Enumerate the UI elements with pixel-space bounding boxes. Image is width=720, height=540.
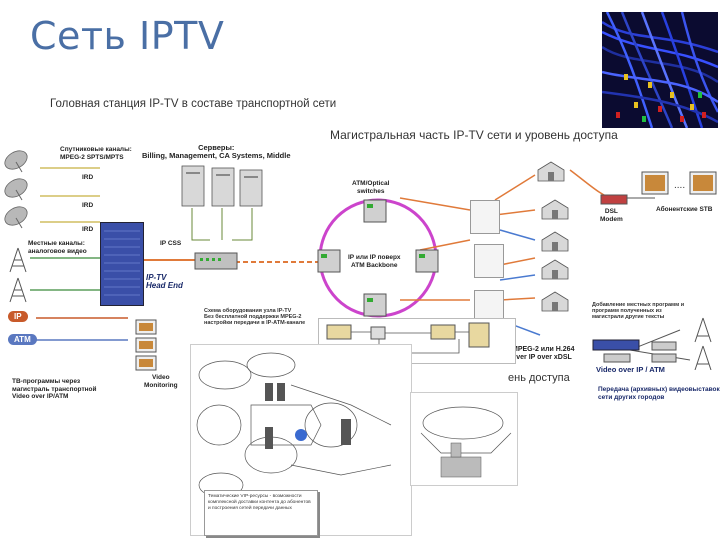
transfer-note: Передача (архивных) видеовыставок в сети… — [598, 386, 720, 401]
house-icon — [537, 161, 565, 182]
mpeg-h264-label: MPEG-2 или H.264 over IP over xDSL — [512, 346, 575, 361]
ip-chip: IP — [8, 311, 28, 322]
ird-label-1: IRD — [82, 174, 94, 181]
bottom-note: Тематические VIP-ресурсы - возможности к… — [208, 494, 311, 511]
ird-label-2: IRD — [82, 202, 94, 209]
satellite-channels-label: Спутниковые каналы: MPEG-2 SPTS/MPTS — [60, 146, 132, 161]
atm-switch-bottom-icon — [363, 293, 387, 317]
access-node-2 — [474, 244, 504, 278]
ip-css-label: IP CSS — [160, 240, 182, 247]
stb-label: Абонентские STB — [656, 206, 713, 213]
svg-text:....: .... — [674, 180, 685, 191]
headend-rack — [100, 222, 144, 306]
atm-chip: ATM — [8, 334, 37, 345]
headend-title: Головная станция IP-TV в составе транспо… — [50, 98, 337, 110]
atm-switch-top-icon — [363, 199, 387, 223]
ird-label-3: IRD — [82, 226, 94, 233]
antenna-right-icon — [694, 317, 712, 370]
backbone-title: Магистральная часть IP-TV сети и уровень… — [330, 128, 618, 142]
network-switch-icon — [194, 252, 238, 270]
slide-title: Сеть IPTV — [30, 14, 225, 58]
ip-atm-backbone-label: IP или IP поверх ATM Backbone — [348, 254, 401, 269]
house-icon — [541, 231, 569, 252]
tv-programs-note: ТВ-программы через магистраль транспортн… — [12, 378, 97, 400]
local-channels-label: Местные каналы: аналоговое видео — [28, 240, 87, 255]
dsl-modem-icon — [600, 194, 628, 205]
monitor-stack-icon — [135, 319, 157, 371]
iptv-headend-label: IP-TV Head End — [146, 273, 183, 290]
local-program-note: Добавление местных программ и программ п… — [592, 302, 685, 320]
house-icon — [541, 291, 569, 312]
video-monitoring-label: Video Monitoring — [144, 374, 178, 389]
inset-diagram-right — [410, 392, 518, 486]
stb-box-icon — [651, 341, 677, 363]
mux-note: Схема оборудования узла IP-TV Без беспла… — [204, 308, 306, 326]
house-icon — [541, 199, 569, 220]
bottom-note-box: Тематические VIP-ресурсы - возможности к… — [204, 490, 318, 536]
antenna-tower-icon — [9, 247, 27, 303]
tv-icon: .... — [641, 171, 717, 195]
headend-equipment-icon — [592, 339, 640, 363]
satellite-dish-icon — [4, 150, 28, 229]
server-icon — [181, 165, 263, 207]
access-node-1 — [470, 200, 500, 234]
servers-label: Серверы: Billing, Management, CA Systems… — [142, 143, 291, 160]
access-level-label: ень доступа — [508, 372, 570, 384]
dsl-modem-label: DSL Modem — [600, 208, 623, 223]
fiber-cables-photo — [602, 12, 718, 128]
atm-switch-left-icon — [317, 249, 341, 273]
video-ip-atm-label: Video over IP / ATM — [596, 365, 665, 374]
house-icon — [541, 259, 569, 280]
atm-switch-right-icon — [415, 249, 439, 273]
atm-optical-label: ATM/Optical switches — [352, 180, 390, 195]
